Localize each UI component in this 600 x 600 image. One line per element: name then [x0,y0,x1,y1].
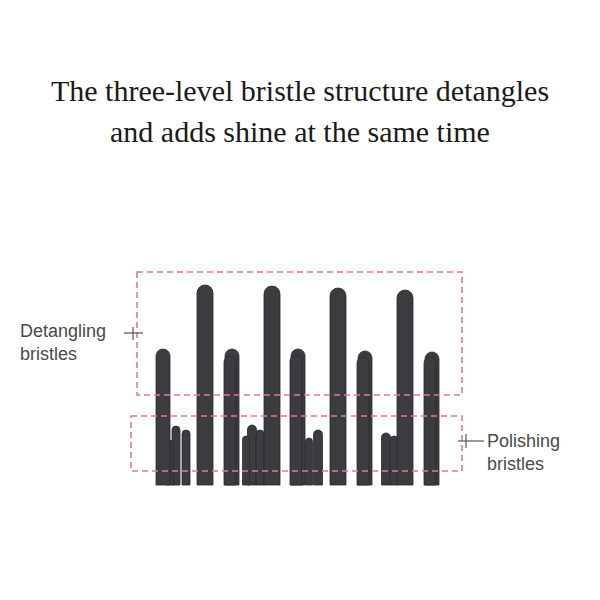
bristle [291,349,305,485]
bristle [330,288,346,485]
bristle [197,285,213,485]
bristle [382,433,391,485]
bristle [357,357,369,485]
bristle [306,438,313,485]
bristle [290,355,302,485]
bristle [256,430,264,485]
bristle [264,286,280,485]
leader-tick [132,327,133,340]
bristle [182,430,190,485]
bristle [358,351,372,485]
leader-tick [465,434,466,448]
polishing-zone [131,416,462,471]
bristle [314,430,323,485]
bristle [397,290,413,485]
bristle [225,349,239,485]
detangling-zone [137,272,462,395]
bristle [425,352,439,485]
bristle [224,356,236,485]
part-label: Detangling bristles [20,320,124,366]
leader-line [458,440,484,441]
part-label: Polishing bristles [487,430,595,476]
diagram-title: The three-level bristle structure detang… [50,70,550,152]
bristle [424,357,436,485]
bristle [243,436,250,485]
bristle [156,349,170,485]
